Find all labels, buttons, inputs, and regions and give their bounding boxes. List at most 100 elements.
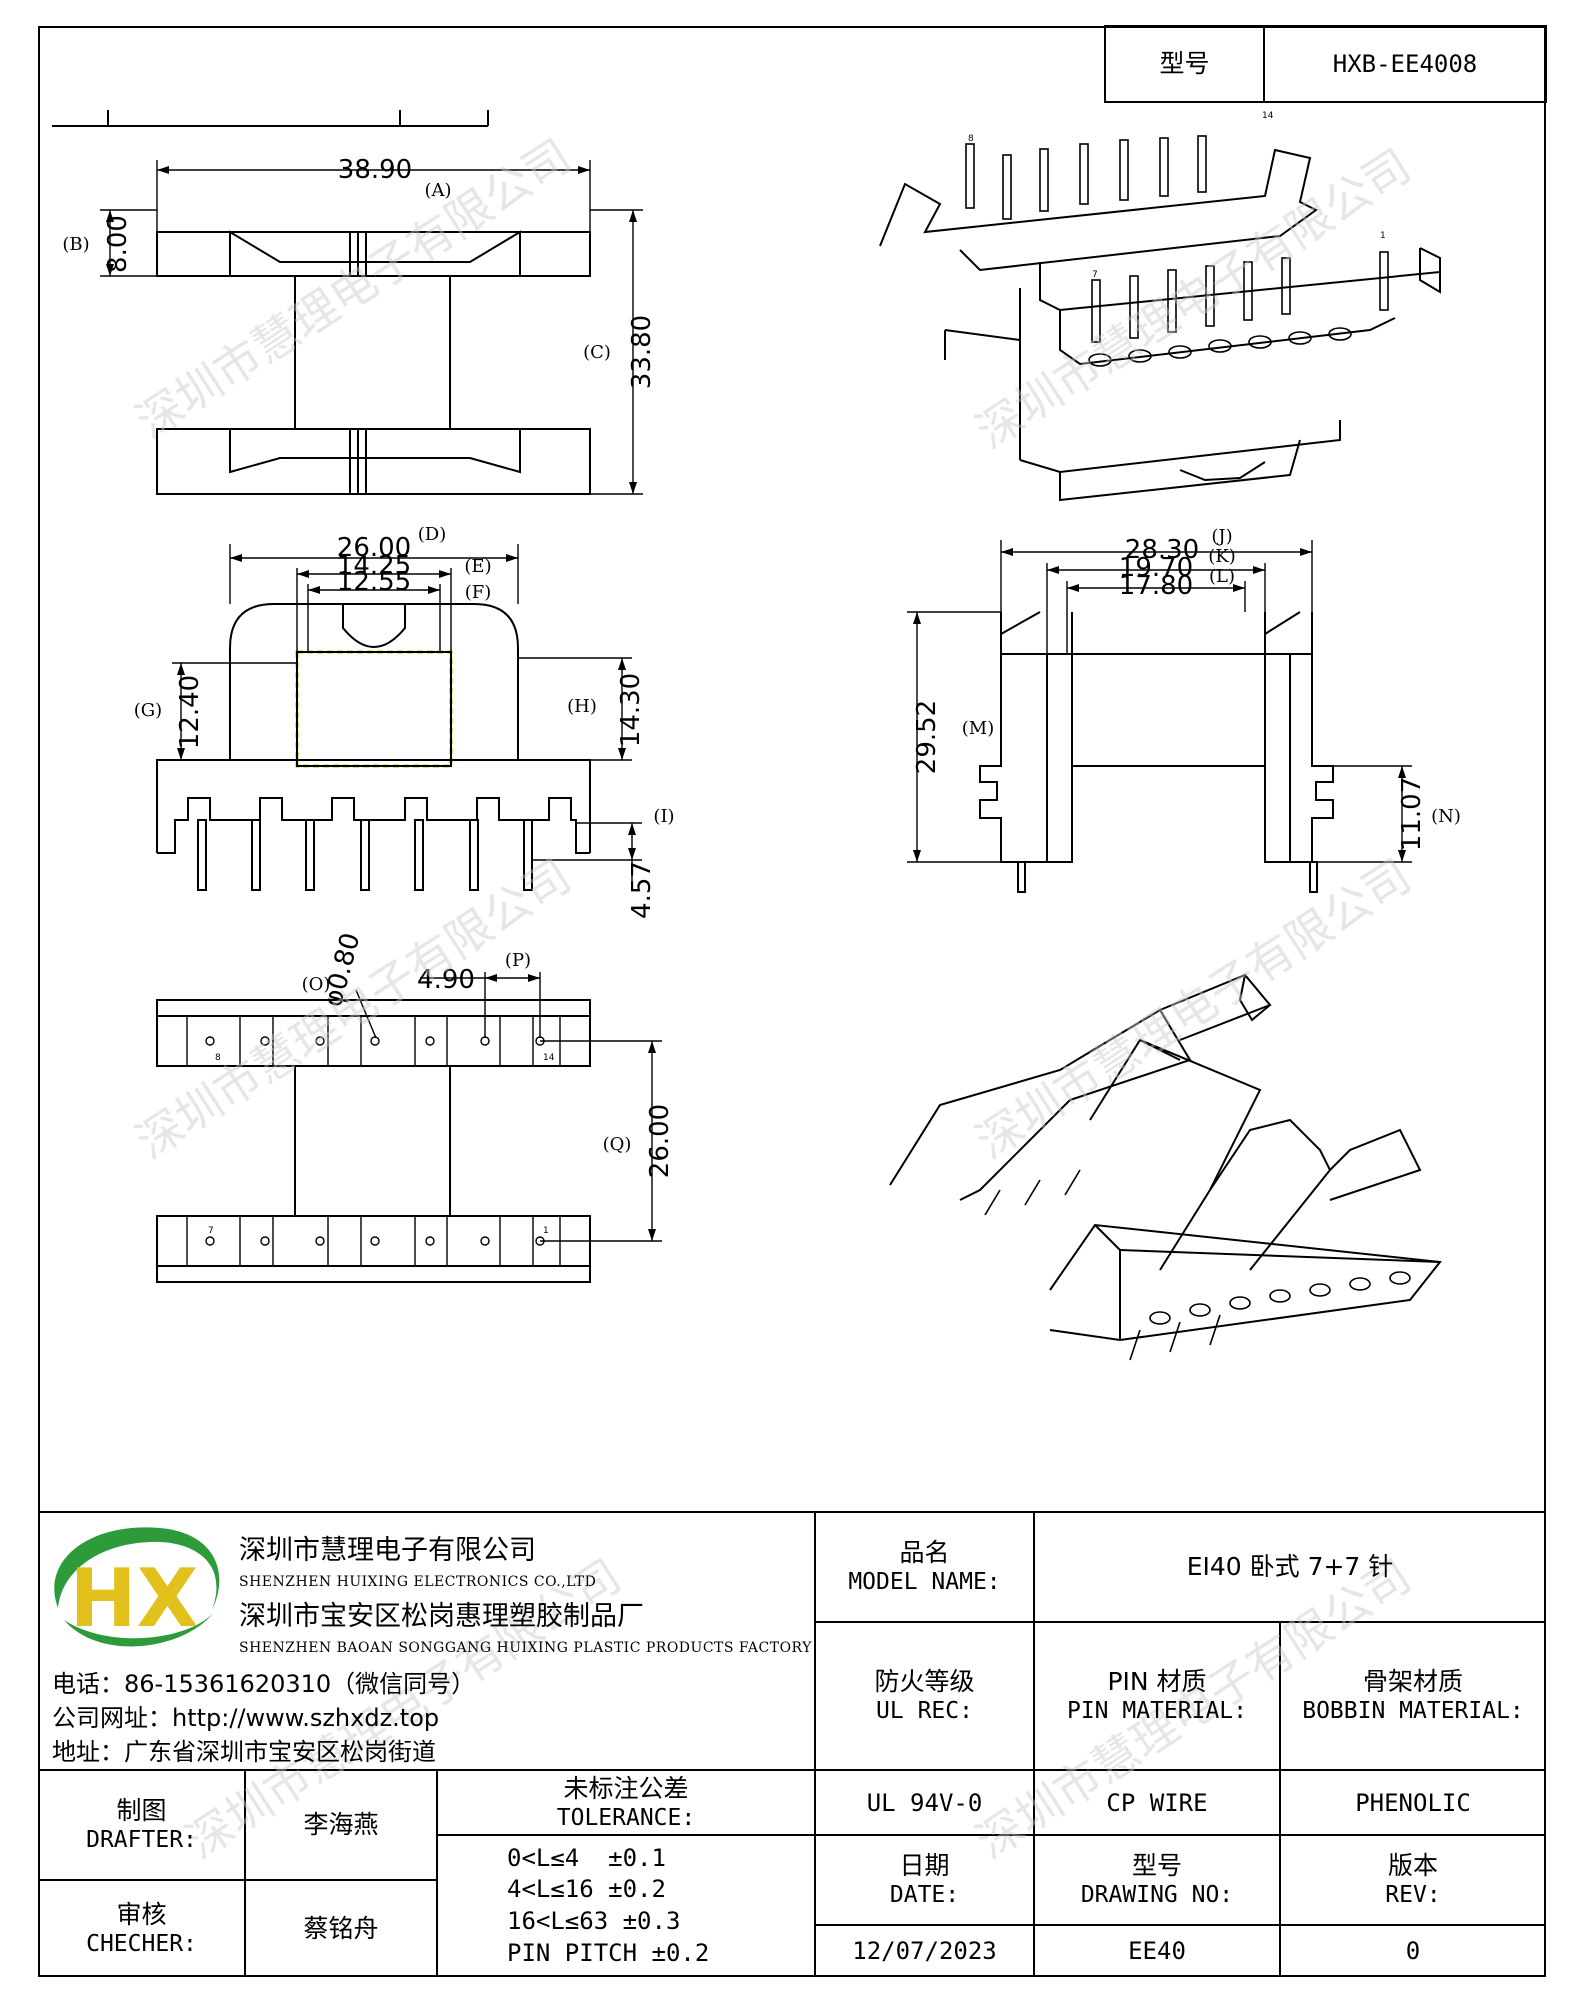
model-header-label: 型号 — [1159, 49, 1210, 79]
side-view — [907, 540, 1412, 893]
front-view-pins — [197, 819, 533, 891]
rev-value: 0 — [1405, 1937, 1421, 1965]
company-name-en: SHENZHEN HUIXING ELECTRONICS CO.,LTD — [239, 1574, 597, 1590]
tolerance-line: PIN PITCH ±0.2 — [507, 1938, 710, 1967]
dim-b-label: (B) — [62, 234, 89, 255]
pin-material-en: PIN MATERIAL: — [1066, 1698, 1247, 1725]
tolerance-label-cell: 未标注公差 TOLERANCE: — [437, 1770, 815, 1835]
front-view — [156, 544, 642, 891]
checker-label-cell: 审核 CHECHER: — [38, 1880, 245, 1977]
dim-k-value: 19.70 — [1119, 553, 1193, 583]
dim-d-value: 26.00 — [337, 533, 411, 563]
rev-cn: 版本 — [1387, 1851, 1438, 1880]
model-name-cn: 品名 — [899, 1538, 950, 1567]
dim-i-value: 4.57 — [627, 861, 657, 919]
watermark-text: 深圳市慧理电子有限公司 — [127, 848, 581, 1169]
checker-name-cell: 蔡铭舟 — [245, 1880, 437, 1977]
bobbin-material-value: PHENOLIC — [1355, 1788, 1471, 1817]
logo-text: HX — [70, 1552, 199, 1645]
drafter-label-cell: 制图 DRAFTER: — [38, 1770, 245, 1880]
iso-pin-number-7: 7 — [1092, 270, 1098, 280]
tolerance-line: 4<L≤16 ±0.2 — [507, 1875, 666, 1904]
bottom-view — [156, 972, 662, 1283]
ul-rec-label-cell: 防火等级 UL REC: — [815, 1622, 1034, 1770]
pin-material-value-cell: CP WIRE — [1034, 1770, 1280, 1835]
model-name-label-cell: 品名 MODEL NAME: — [815, 1512, 1034, 1622]
dim-n-label: (N) — [1431, 806, 1461, 827]
tolerance-cn: 未标注公差 — [563, 1773, 689, 1803]
iso-pin-number-8: 8 — [968, 134, 974, 144]
date-en: DATE: — [889, 1882, 960, 1909]
iso-pin-number-1: 1 — [1380, 231, 1386, 241]
rev-value-cell: 0 — [1280, 1925, 1546, 1977]
dim-l-label: (L) — [1209, 566, 1235, 587]
dim-p-value: 4.90 — [417, 965, 475, 995]
model-header-box — [1104, 25, 1547, 103]
model-header-label-cell: 型号 — [1105, 26, 1264, 102]
dim-c-value: 33.80 — [627, 315, 657, 389]
dim-p-label: (P) — [505, 950, 531, 971]
dim-g-label: (G) — [134, 700, 162, 721]
tolerance-en: TOLERANCE: — [556, 1804, 696, 1831]
dim-f-label: (F) — [465, 582, 492, 603]
pin-material-label-cell: PIN 材质 PIN MATERIAL: — [1034, 1622, 1280, 1770]
pin-number-7: 7 — [208, 1226, 214, 1236]
isometric-view-pins-down — [889, 973, 1442, 1361]
checker-cn: 审核 — [116, 1899, 167, 1929]
isometric-view-pins-up — [879, 135, 1441, 502]
model-header-value-cell: HXB-EE4008 — [1264, 26, 1546, 102]
dim-k-label: (K) — [1208, 546, 1236, 567]
model-name-value-cell: EI40 卧式 7+7 针 — [1034, 1512, 1546, 1622]
drawing-no-cn: 型号 — [1131, 1851, 1182, 1880]
pin-material-value: CP WIRE — [1106, 1788, 1208, 1817]
ul-rec-value: UL 94V-0 — [866, 1788, 983, 1817]
dim-d-label: (D) — [418, 524, 446, 545]
iso-pin-number-14: 14 — [1262, 111, 1274, 121]
dim-c-label: (C) — [583, 342, 611, 363]
dim-g-value: 12.40 — [175, 675, 205, 749]
dim-j-label: (J) — [1211, 526, 1232, 547]
bobbin-material-label-cell: 骨架材质 BOBBIN MATERIAL: — [1280, 1622, 1546, 1770]
date-value: 12/07/2023 — [852, 1937, 997, 1965]
pin-number-1: 1 — [543, 1226, 549, 1236]
factory-name-en: SHENZHEN BAOAN SONGGANG HUIXING PLASTIC … — [239, 1640, 812, 1656]
dim-a-label: (A) — [424, 180, 451, 201]
dim-m-label: (M) — [962, 718, 994, 739]
dim-f-value: 12.55 — [337, 567, 411, 597]
bobbin-material-cn: 骨架材质 — [1362, 1667, 1463, 1696]
model-name-value: EI40 卧式 7+7 针 — [1186, 1552, 1394, 1582]
title-block-grid — [38, 1511, 1546, 1977]
drawing-no-value: EE40 — [1128, 1937, 1186, 1965]
checker-en: CHECHER: — [86, 1930, 197, 1957]
drafter-en: DRAFTER: — [86, 1827, 197, 1854]
drafter-cn: 制图 — [116, 1796, 167, 1825]
dim-h-value: 14.30 — [616, 673, 646, 747]
company-name-cn: 深圳市慧理电子有限公司 — [239, 1535, 536, 1566]
date-label-cell: 日期 DATE: — [815, 1835, 1034, 1925]
dim-b-value: 8.00 — [103, 215, 133, 273]
dim-e-value: 14.25 — [337, 551, 411, 581]
dimension-arrows — [106, 166, 1406, 1241]
model-name-en: MODEL NAME: — [848, 1569, 1001, 1596]
ul-rec-en: UL REC: — [876, 1698, 973, 1725]
dim-m-value: 29.52 — [912, 700, 942, 774]
checker-name: 蔡铭舟 — [303, 1913, 379, 1943]
rev-label-cell: 版本 REV: — [1280, 1835, 1546, 1925]
watermark-text: 深圳市慧理电子有限公司 — [967, 138, 1421, 459]
dim-e-label: (E) — [464, 556, 491, 577]
dim-o-label: (O) — [302, 974, 331, 995]
dim-n-value: 11.07 — [1397, 777, 1427, 851]
drawing-sheet — [38, 26, 1546, 1977]
dim-j-value: 28.30 — [1125, 535, 1199, 565]
dim-a-value: 38.90 — [338, 155, 412, 185]
tolerance-line: 16<L≤63 ±0.3 — [507, 1907, 681, 1935]
tolerance-list: 0<L≤4 ±0.1 4<L≤16 ±0.2 16<L≤63 ±0.3 PIN … — [437, 1835, 815, 1977]
drawing-no-value-cell: EE40 — [1034, 1925, 1280, 1977]
ul-rec-cn: 防火等级 — [874, 1667, 975, 1696]
pin-number-8: 8 — [215, 1053, 221, 1063]
drafter-name-cell: 李海燕 — [245, 1770, 437, 1880]
model-header-value: HXB-EE4008 — [1332, 50, 1478, 78]
dim-l-value: 17.80 — [1119, 571, 1193, 601]
date-cn: 日期 — [899, 1851, 950, 1880]
